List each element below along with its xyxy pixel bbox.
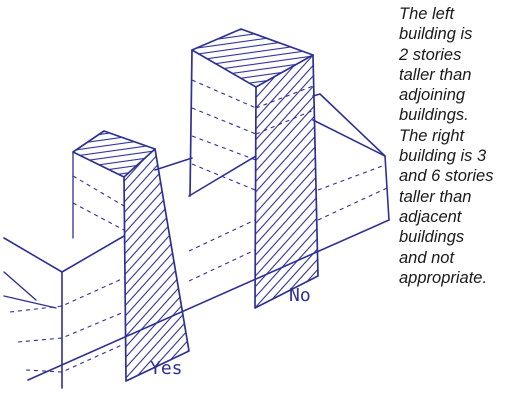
- caption-line: and 6 stories: [399, 167, 494, 186]
- caption-line: adjacent: [399, 207, 462, 226]
- caption-line: taller than: [399, 65, 472, 84]
- floor-line-2: [17, 187, 388, 343]
- caption-line: The left: [399, 5, 455, 23]
- floor-line-3: [25, 343, 125, 373]
- street-wall-right-end: [384, 155, 390, 221]
- right-tower-side-hatching: [255, 55, 318, 308]
- caption-line: buildings.: [399, 106, 469, 125]
- caption-line: building is: [399, 25, 473, 44]
- caption-line: and not: [399, 248, 455, 267]
- caption-line: appropriate.: [399, 268, 488, 287]
- right-tower-outline: [189, 49, 319, 309]
- caption-line: The right: [399, 126, 465, 145]
- street-wall-bottom-edge: [27, 219, 390, 381]
- caption-line: building is 3: [399, 147, 487, 166]
- street-wall-roof-right-edge: [312, 119, 386, 157]
- right-tower-front-floor-lines: [191, 79, 257, 191]
- floor-line-1: [9, 164, 386, 313]
- street-wall-top-edge: [3, 237, 63, 273]
- caption-line: 2 stories: [399, 45, 462, 64]
- left-tower-front-floor-lines: [72, 175, 125, 231]
- street-wall-block: [3, 93, 390, 389]
- adjoining-building-left-edge: [3, 271, 57, 309]
- caption-text: The left building is 2 stories taller th…: [399, 4, 511, 288]
- caption-line: buildings: [399, 228, 465, 247]
- street-wall-roof-front-edge: [61, 235, 125, 273]
- right-tower: [189, 28, 319, 309]
- yes-label: Yes: [150, 358, 183, 379]
- left-tower-outline: [123, 148, 190, 382]
- street-wall-back-ridge: [154, 93, 386, 171]
- caption-line: adjoining: [399, 86, 466, 105]
- left-tower: [72, 130, 190, 382]
- caption-line: taller than: [399, 187, 472, 206]
- right-tower-side-floor-lines: [255, 85, 315, 135]
- no-label: No: [289, 285, 311, 306]
